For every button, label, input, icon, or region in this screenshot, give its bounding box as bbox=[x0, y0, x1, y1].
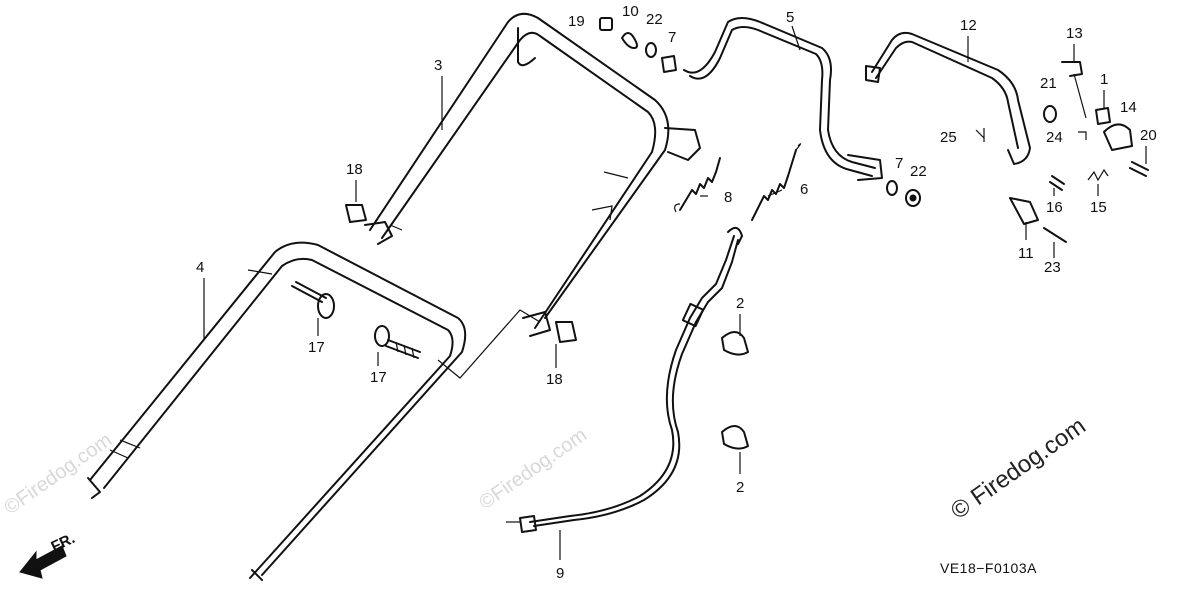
bolt-part-17-lower bbox=[374, 325, 421, 359]
callout-17-lower: 17 bbox=[370, 369, 387, 386]
part-23-pin bbox=[1043, 227, 1067, 243]
part-13-rod bbox=[1073, 73, 1087, 119]
callout-22-top: 22 bbox=[646, 11, 663, 28]
spring-part-6 bbox=[751, 143, 802, 221]
callout-11: 11 bbox=[1018, 245, 1034, 262]
callout-2-lower: 2 bbox=[736, 479, 744, 496]
callout-10: 10 bbox=[622, 3, 639, 20]
callout-21: 21 bbox=[1040, 75, 1057, 92]
callout-7-right: 7 bbox=[895, 155, 903, 172]
callout-23: 23 bbox=[1044, 259, 1061, 276]
callout-12: 12 bbox=[960, 17, 977, 34]
callout-24: 24 bbox=[1046, 129, 1063, 146]
upper-handle-part-3 bbox=[364, 12, 701, 337]
callout-22-right: 22 bbox=[910, 163, 927, 180]
callout-13: 13 bbox=[1066, 25, 1083, 42]
part-13 bbox=[1061, 61, 1083, 77]
lower-handle-part-4 bbox=[87, 241, 467, 581]
part-14-bracket bbox=[1103, 123, 1133, 151]
lever-part-12 bbox=[865, 31, 1031, 165]
part-16-bolt bbox=[1049, 175, 1065, 191]
callout-2-upper: 2 bbox=[736, 295, 744, 312]
callout-4: 4 bbox=[196, 259, 204, 276]
small-parts-lower-right bbox=[1009, 168, 1109, 243]
bolt-part-17-upper bbox=[291, 281, 335, 319]
callout-5: 5 bbox=[786, 9, 794, 26]
watermark-layer: ©Firedog.com ©Firedog.com bbox=[0, 424, 591, 519]
part-15-spring bbox=[1087, 168, 1109, 182]
direction-label: FR. bbox=[49, 530, 78, 556]
cable-clip-part-2-upper bbox=[721, 331, 749, 356]
part-20-bolt bbox=[1129, 161, 1149, 177]
watermark-center: ©Firedog.com bbox=[475, 424, 591, 514]
cable-clip-part-2-lower bbox=[721, 425, 749, 450]
callout-3: 3 bbox=[434, 57, 442, 74]
brand-watermark: © Firedog.com bbox=[946, 412, 1091, 525]
callout-8: 8 bbox=[724, 189, 732, 206]
part-1-nut bbox=[1095, 107, 1111, 125]
part-19 bbox=[599, 17, 613, 31]
callout-25: 25 bbox=[940, 129, 957, 146]
callout-15: 15 bbox=[1090, 199, 1107, 216]
part-21-washer bbox=[1043, 105, 1057, 123]
part-24-pin bbox=[1078, 131, 1087, 140]
callout-16: 16 bbox=[1046, 199, 1063, 216]
small-hardware-right bbox=[886, 180, 921, 207]
callout-9: 9 bbox=[556, 565, 564, 582]
callout-labels: 1 2 2 3 4 5 6 7 7 8 9 10 11 12 13 14 15 … bbox=[196, 3, 1157, 582]
part-25-clip bbox=[975, 128, 985, 142]
fastener-part-18-lower bbox=[555, 321, 577, 343]
watermark-left: ©Firedog.com bbox=[0, 429, 116, 519]
part-10-spring bbox=[621, 32, 638, 49]
part-22-washer bbox=[645, 42, 657, 58]
control-bar-part-5 bbox=[683, 17, 883, 181]
callout-1: 1 bbox=[1100, 71, 1108, 88]
callout-leaders bbox=[203, 25, 1147, 560]
callout-7-top: 7 bbox=[668, 29, 676, 46]
front-direction-arrow: FR. bbox=[19, 530, 78, 579]
throttle-cable-part-9 bbox=[506, 226, 743, 533]
callout-6: 6 bbox=[800, 181, 808, 198]
callout-18-lower: 18 bbox=[546, 371, 563, 388]
diagram-code: VE18−F0103A bbox=[940, 560, 1037, 576]
callout-19: 19 bbox=[568, 13, 585, 30]
callout-20: 20 bbox=[1140, 127, 1157, 144]
fastener-part-18-upper bbox=[345, 204, 367, 223]
spring-part-8 bbox=[674, 157, 721, 213]
part-7-nut bbox=[661, 55, 677, 73]
leader-line-17 bbox=[437, 309, 541, 379]
part-11-link bbox=[1009, 197, 1039, 225]
callout-18-upper: 18 bbox=[346, 161, 363, 178]
leader-line-4 bbox=[247, 269, 273, 275]
callout-14: 14 bbox=[1120, 99, 1137, 116]
small-hardware-top bbox=[599, 17, 677, 73]
callout-17-upper: 17 bbox=[308, 339, 325, 356]
small-parts-right-group bbox=[975, 61, 1149, 177]
